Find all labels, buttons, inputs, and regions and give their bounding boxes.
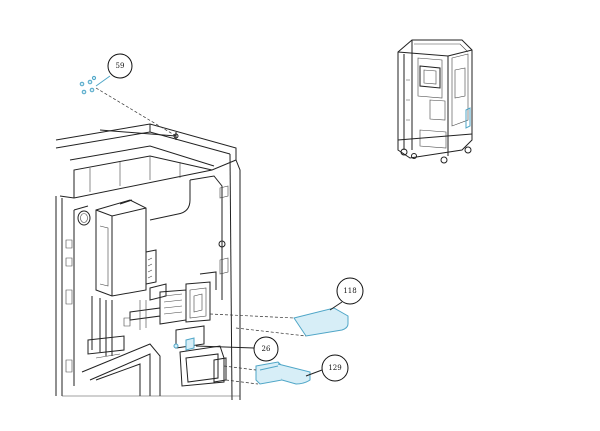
part-26-fitting — [173, 337, 255, 351]
part-129-bracket — [223, 361, 323, 385]
callout-59: 59 — [107, 53, 133, 79]
callout-26: 26 — [253, 336, 279, 362]
callout-129-label: 129 — [328, 364, 341, 372]
part-118-plate — [209, 301, 349, 337]
callout-118: 118 — [336, 277, 364, 305]
callout-118-label: 118 — [343, 287, 356, 295]
callout-59-label: 59 — [116, 62, 125, 70]
callout-129: 129 — [321, 354, 349, 382]
screw-set-59 — [79, 75, 177, 137]
callout-26-label: 26 — [262, 345, 271, 353]
overview-cabinet — [397, 39, 473, 164]
main-cabinet — [55, 123, 241, 401]
